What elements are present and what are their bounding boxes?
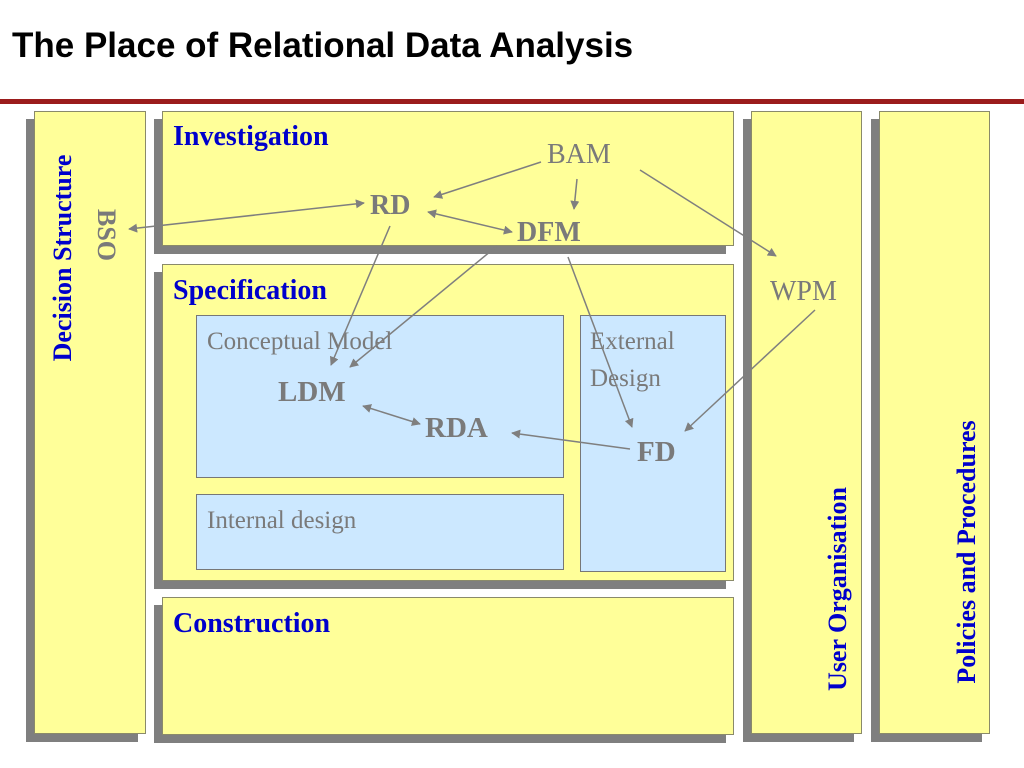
policies-procedures-label: Policies and Procedures [952, 420, 981, 684]
internal-design-label: Internal design [207, 507, 357, 534]
node-fd: FD [637, 436, 676, 468]
internal-design-box [196, 494, 564, 570]
decision-structure-panel [34, 111, 146, 734]
node-ldm: LDM [278, 376, 346, 408]
specification-heading: Specification [173, 275, 327, 306]
external-design-label-line1: External [590, 328, 675, 355]
page-title: The Place of Relational Data Analysis [12, 26, 634, 65]
decision-structure-label: Decision Structure [48, 154, 77, 362]
node-wpm: WPM [770, 276, 837, 307]
bso-label: BSO [92, 208, 121, 262]
external-design-label-line2: Design [590, 365, 661, 392]
user-organisation-label: User Organisation [823, 487, 852, 691]
conceptual-model-label: Conceptual Model [207, 328, 393, 355]
node-dfm: DFM [517, 217, 581, 248]
investigation-heading: Investigation [173, 121, 329, 152]
construction-heading: Construction [173, 608, 331, 639]
node-bam: BAM [547, 139, 611, 170]
node-rd: RD [370, 190, 411, 221]
policies-procedures-panel [879, 111, 990, 734]
construction-panel [162, 597, 734, 735]
node-rda: RDA [425, 412, 488, 444]
title-rule [0, 99, 1024, 104]
